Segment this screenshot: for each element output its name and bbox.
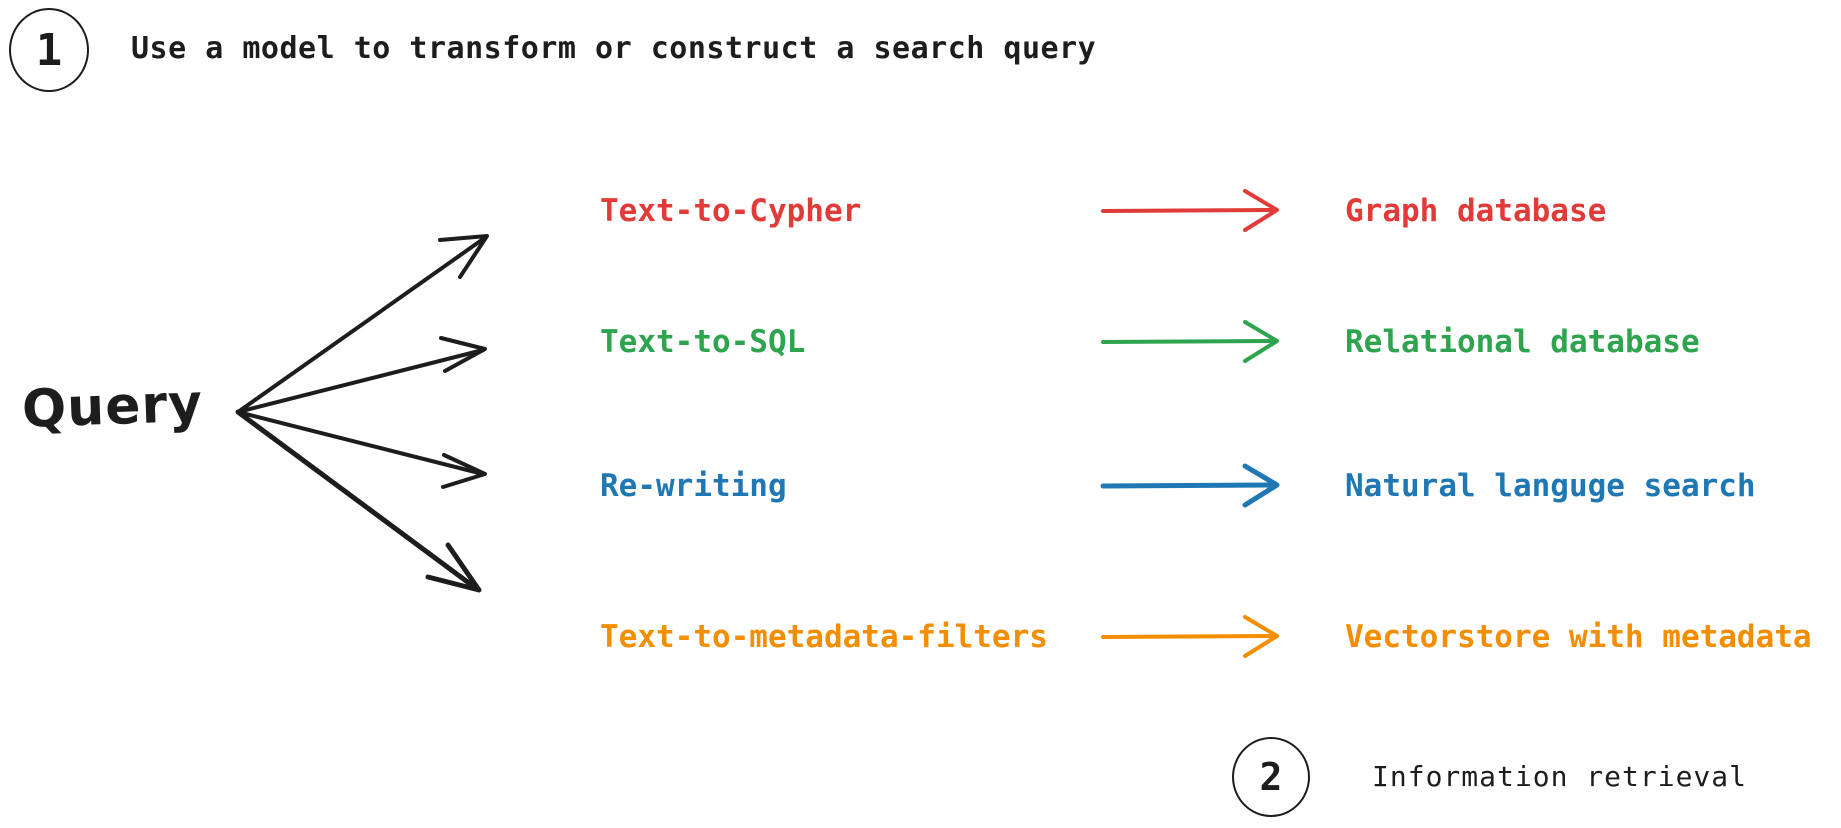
step-caption-1: Use a model to transform or construct a … [131, 31, 1097, 66]
right-arrow-icon [1095, 611, 1295, 663]
row-target-label: Vectorstore with metadata [1345, 619, 1812, 655]
row-target-label: Relational database [1345, 324, 1700, 360]
row-target-label: Graph database [1345, 193, 1607, 229]
row-source-label: Re-writing [600, 468, 787, 504]
query-label: Query [20, 373, 204, 440]
right-arrow-icon [1095, 460, 1295, 512]
row-source-label: Text-to-Cypher [600, 193, 862, 229]
pipeline-row: Text-to-metadata-filters Vectorstore wit… [0, 611, 1841, 663]
pipeline-row: Text-to-SQL Relational database [0, 316, 1841, 368]
row-target-label: Natural languge search [1345, 468, 1756, 504]
step-badge-2: 2 [1232, 737, 1310, 817]
pipeline-row: Re-writing Natural languge search [0, 460, 1841, 512]
right-arrow-icon [1095, 185, 1295, 237]
row-source-label: Text-to-metadata-filters [600, 619, 1048, 655]
step-badge-1: 1 [9, 8, 89, 92]
row-source-label: Text-to-SQL [600, 324, 806, 360]
step-caption-2: Information retrieval [1372, 760, 1748, 793]
pipeline-row: Text-to-Cypher Graph database [0, 185, 1841, 237]
right-arrow-icon [1095, 316, 1295, 368]
